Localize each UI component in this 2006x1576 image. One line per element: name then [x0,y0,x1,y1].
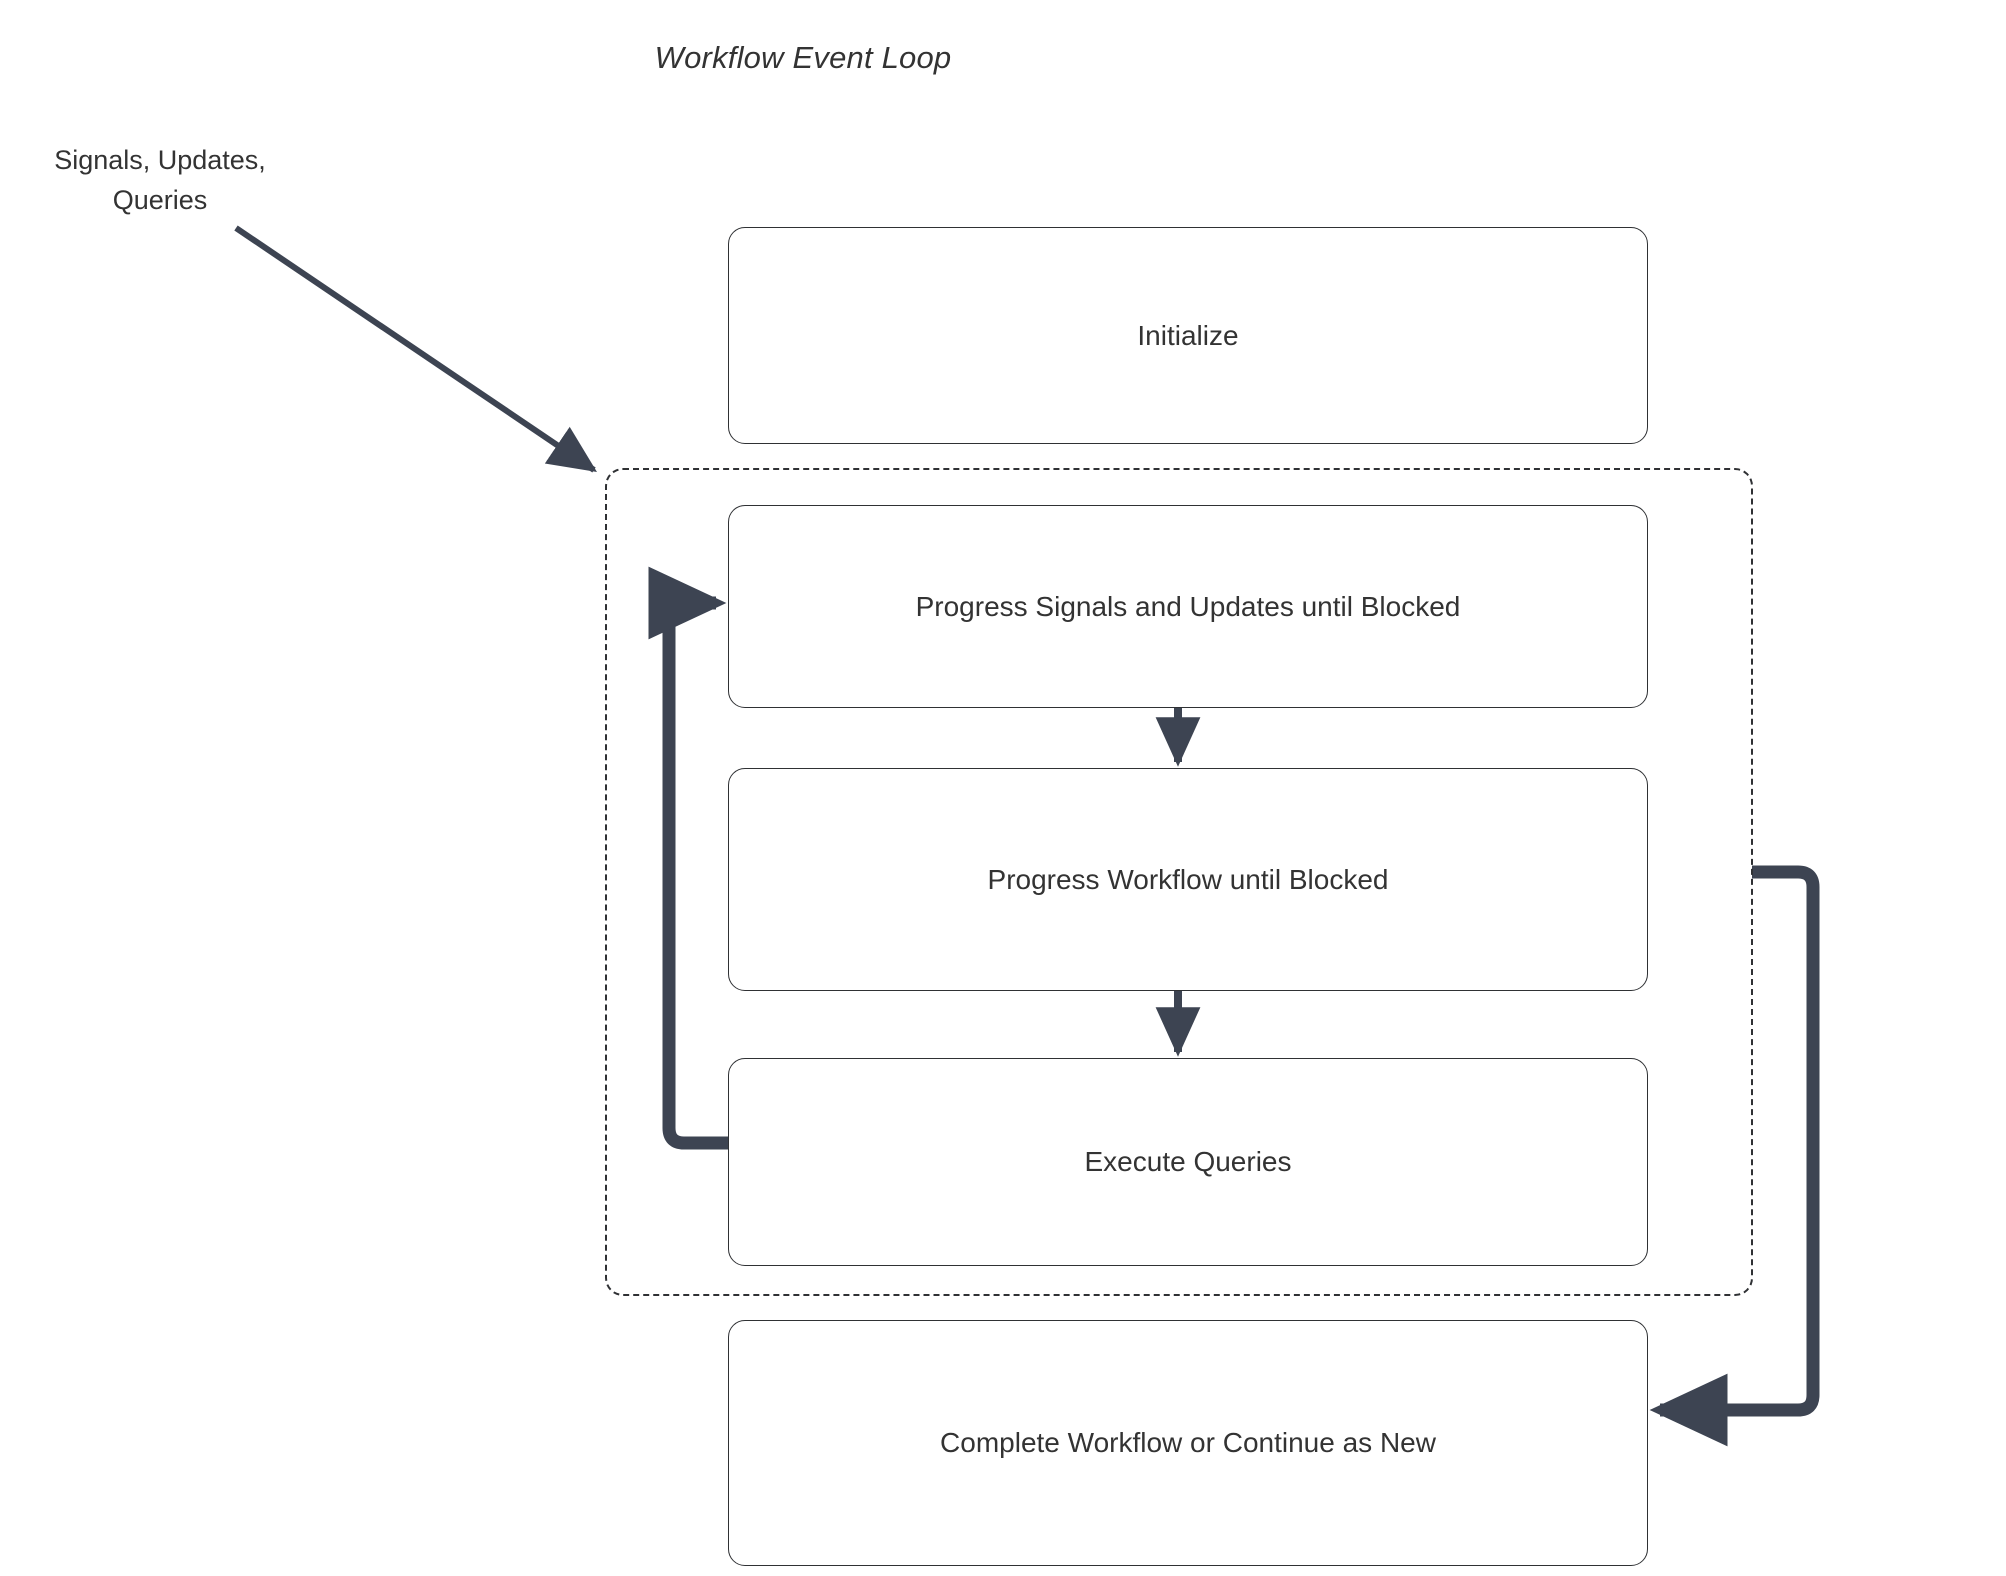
node-progress-workflow-label: Progress Workflow until Blocked [987,863,1389,895]
diagram-title-text: Workflow Event Loop [654,40,952,75]
node-progress-signals-label: Progress Signals and Updates until Block… [915,590,1461,622]
node-initialize[interactable]: Initialize [728,227,1648,444]
node-complete-workflow[interactable]: Complete Workflow or Continue as New [728,1320,1648,1566]
event-loop-group-container [605,468,1753,1296]
node-complete-workflow-label: Complete Workflow or Continue as New [940,1427,1436,1458]
node-execute-queries-label: Execute Queries [1084,1146,1292,1177]
node-initialize-label: Initialize [1137,319,1239,351]
node-progress-signals[interactable]: Progress Signals and Updates until Block… [728,505,1648,708]
node-progress-workflow[interactable]: Progress Workflow until Blocked [728,768,1648,991]
edge-input-to-loop [234,225,597,473]
node-execute-queries[interactable]: Execute Queries [728,1058,1648,1266]
input-signals-label-line2: Queries [112,185,208,215]
diagram-title: Workflow Event Loop [0,40,2006,76]
input-signals-label-line1: Signals, Updates, [54,145,266,175]
input-signals-label: Signals, Updates, Queries [10,140,310,220]
